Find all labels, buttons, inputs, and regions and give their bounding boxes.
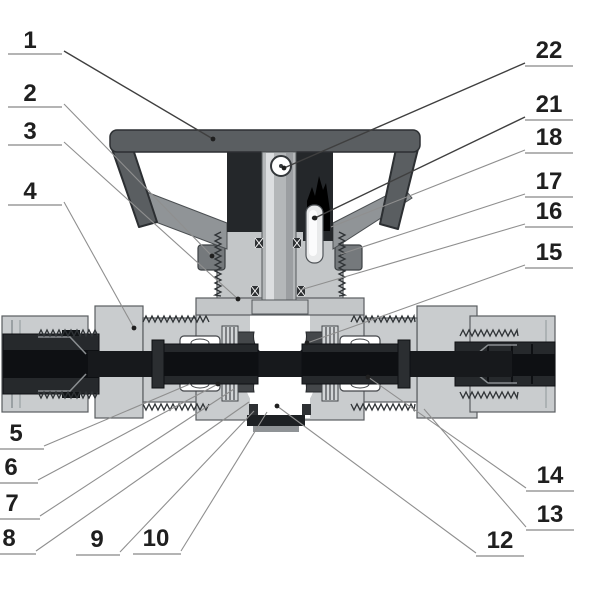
leader-line-9 bbox=[119, 410, 255, 553]
part-number-16: 16 bbox=[536, 198, 563, 225]
leader-dot-1 bbox=[210, 136, 216, 142]
part-number-7: 7 bbox=[5, 490, 18, 517]
part-number-8: 8 bbox=[2, 525, 15, 552]
leader-dot-6 bbox=[215, 381, 221, 387]
leader-line-4 bbox=[63, 201, 135, 329]
thread-right-nut-top bbox=[459, 327, 519, 338]
part-number-6: 6 bbox=[4, 454, 17, 481]
callout-18: 18 bbox=[330, 124, 573, 228]
leader-line-8 bbox=[35, 401, 250, 552]
part-number-14: 14 bbox=[537, 462, 564, 489]
part-number-4: 4 bbox=[23, 178, 37, 205]
left-thread-shadow bbox=[62, 330, 80, 336]
callout-9: 9 bbox=[76, 410, 255, 556]
thread-left-nut-top bbox=[37, 328, 99, 338]
thread-bonnet-left bbox=[212, 231, 223, 297]
part-number-13: 13 bbox=[537, 501, 564, 528]
part-number-2: 2 bbox=[23, 80, 36, 107]
leader-line-17 bbox=[340, 193, 526, 255]
leader-dot-21 bbox=[312, 215, 318, 221]
thread-left-body-bottom bbox=[142, 402, 210, 412]
leader-dot-22 bbox=[281, 165, 287, 171]
thread-bonnet-right bbox=[337, 231, 348, 297]
leader-line-7 bbox=[39, 388, 235, 517]
callout-4: 4 bbox=[8, 178, 137, 331]
leader-line-12 bbox=[276, 405, 477, 554]
callout-15: 15 bbox=[304, 239, 573, 346]
stem-packing-x-marks bbox=[250, 237, 306, 297]
handle-arm-right bbox=[379, 148, 419, 230]
seat-retainer-right bbox=[302, 404, 311, 415]
leader-line-5 bbox=[43, 383, 191, 447]
left-tube-fitting bbox=[1, 315, 100, 413]
stem-highlight bbox=[266, 153, 274, 301]
part-number-3: 3 bbox=[23, 118, 36, 145]
part-number-9: 9 bbox=[90, 526, 103, 553]
callout-17: 17 bbox=[340, 168, 573, 255]
part-number-18: 18 bbox=[536, 124, 563, 151]
part-number-10: 10 bbox=[143, 525, 170, 552]
flow-bore bbox=[88, 339, 512, 389]
part-number-15: 15 bbox=[536, 239, 563, 266]
callout-7: 7 bbox=[0, 388, 235, 520]
part-number-5: 5 bbox=[9, 420, 22, 447]
tube-end-cap-right bbox=[397, 339, 411, 389]
leader-line-3 bbox=[63, 141, 239, 300]
seat-retainer-left bbox=[249, 404, 258, 415]
thread-left-body-top bbox=[142, 314, 210, 324]
left-tube-core bbox=[3, 350, 99, 378]
leader-line-1 bbox=[63, 50, 214, 140]
leader-line-14 bbox=[367, 376, 527, 489]
part-number-12: 12 bbox=[487, 527, 514, 554]
left-thread-shadow bbox=[62, 392, 80, 398]
callout-12: 12 bbox=[274, 403, 524, 557]
leader-line-18 bbox=[330, 149, 526, 228]
leader-line-6 bbox=[37, 383, 219, 481]
part-number-17: 17 bbox=[536, 168, 563, 195]
leader-line-15 bbox=[306, 264, 526, 344]
leader-dot-15 bbox=[304, 340, 310, 346]
leader-line-21 bbox=[314, 116, 526, 219]
stop-pin bbox=[309, 210, 317, 256]
handle-bar bbox=[109, 129, 421, 153]
bottom-plug bbox=[247, 415, 305, 426]
tube-end-cap-left bbox=[151, 339, 165, 389]
stem-shade bbox=[286, 153, 293, 301]
thread-left-nut-bottom bbox=[37, 390, 99, 400]
bottom-plug-cap bbox=[253, 426, 299, 432]
callout-3: 3 bbox=[8, 118, 241, 302]
leader-line-16 bbox=[299, 223, 526, 291]
part-number-22: 22 bbox=[536, 37, 563, 64]
stem-base bbox=[251, 299, 309, 315]
bottom-parts bbox=[247, 404, 311, 432]
callout-5: 5 bbox=[0, 383, 191, 450]
thread-right-nut-bottom bbox=[459, 390, 519, 401]
callout-16: 16 bbox=[299, 198, 573, 291]
callout-10: 10 bbox=[133, 411, 268, 555]
callout-8: 8 bbox=[0, 401, 250, 555]
leader-line-22 bbox=[283, 62, 526, 169]
callout-22: 22 bbox=[281, 37, 573, 171]
callout-14: 14 bbox=[365, 374, 574, 492]
stem-assembly bbox=[250, 151, 324, 315]
tube-segment-left-core bbox=[158, 352, 258, 376]
leader-dot-2 bbox=[209, 253, 215, 259]
callout-1: 1 bbox=[8, 27, 216, 142]
leader-dot-4 bbox=[131, 325, 137, 331]
part-number-1: 1 bbox=[23, 27, 36, 54]
leader-dot-3 bbox=[235, 296, 241, 302]
left-front-ferrule bbox=[38, 336, 87, 392]
leader-dot-12 bbox=[274, 403, 280, 409]
part-number-21: 21 bbox=[536, 91, 563, 118]
callout-2: 2 bbox=[8, 80, 215, 259]
thread-right-body-bottom bbox=[350, 402, 416, 413]
tube-segment-right-core bbox=[302, 352, 406, 376]
leader-line-2 bbox=[63, 103, 213, 257]
leader-dot-14 bbox=[365, 374, 371, 380]
callout-6: 6 bbox=[0, 381, 221, 484]
leader-line-10 bbox=[180, 411, 268, 552]
callout-21: 21 bbox=[312, 91, 573, 221]
